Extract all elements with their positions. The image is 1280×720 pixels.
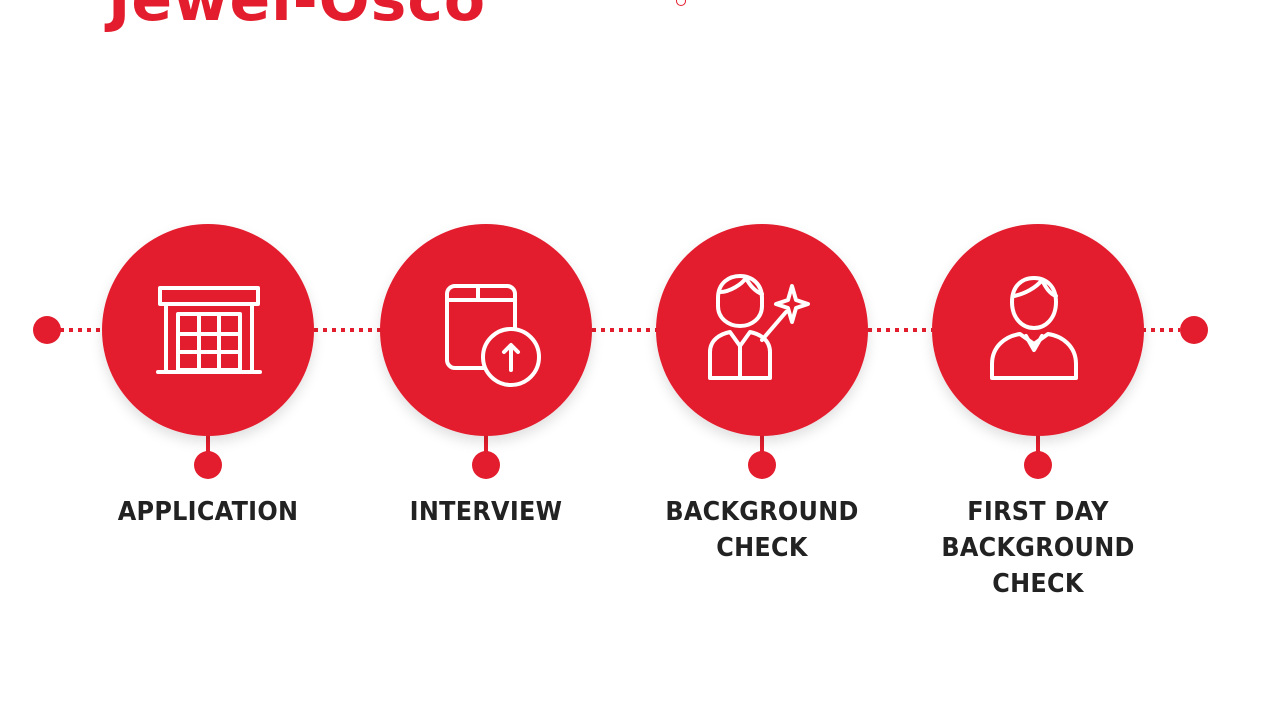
person-icon	[990, 276, 1078, 380]
step-first-day-background-check	[932, 224, 1144, 479]
step-circle	[932, 224, 1144, 436]
timeline-end-dot	[1180, 316, 1208, 344]
registered-mark-icon	[676, 0, 686, 6]
step-background-check	[656, 224, 868, 479]
step-marker-dot	[748, 451, 776, 479]
step-label-background-check: BACKGROUND CHECK	[665, 497, 859, 563]
step-label-first-day-background-check: FIRST DAY BACKGROUND CHECK	[941, 497, 1135, 599]
brand-logo-text: Jewel-Osco	[108, 0, 487, 35]
step-label-application: APPLICATION	[117, 497, 299, 527]
step-circle	[656, 224, 868, 436]
step-interview	[380, 224, 592, 479]
timeline-start-dot	[33, 316, 61, 344]
step-circle	[102, 224, 314, 436]
step-application	[102, 224, 314, 479]
step-marker-dot	[1024, 451, 1052, 479]
step-label-interview: INTERVIEW	[409, 497, 563, 527]
person-sparkle-icon	[708, 274, 810, 380]
tablet-upload-icon	[445, 284, 541, 387]
storefront-icon	[156, 286, 262, 374]
step-marker-dot	[472, 451, 500, 479]
step-marker-dot	[194, 451, 222, 479]
step-circle	[380, 224, 592, 436]
